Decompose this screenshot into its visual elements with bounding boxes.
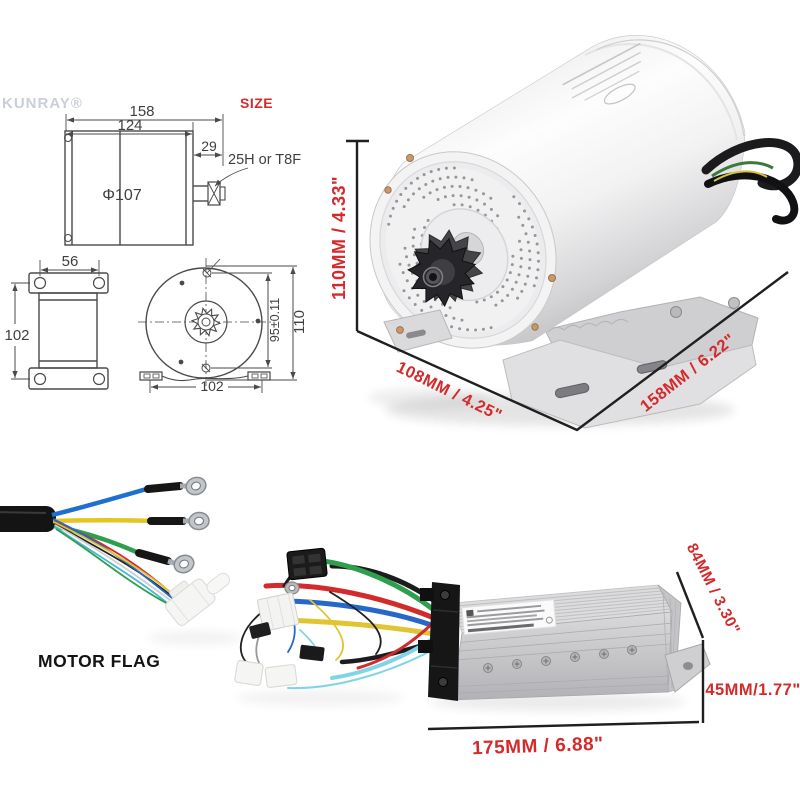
bracket-width: 56 [62,253,79,270]
motor-sprocket [407,229,484,307]
motor-phase-wires [701,138,800,225]
motor-flag-photo: MOTOR FLAG [0,476,243,671]
white-connector-small [234,660,264,686]
hall-connector [165,572,230,626]
dim-shaft-length: 29 [201,138,217,154]
phase-wire-blue [51,476,207,518]
face-screw [548,274,556,282]
drawing-sprocket [190,306,222,338]
front-bolt-spacing: 95±0.11 [268,298,282,342]
sprocket-type-note: 25H or T8F [228,152,301,168]
motor-mount-bracket [502,296,759,429]
controller-height-label: 84MM / 3.30" [683,541,743,637]
controller-end-cap [418,582,460,701]
bracket-side-view-drawing: 56 102 [4,253,109,390]
hall-sensor-wires [52,518,178,608]
face-screw [531,323,539,331]
controller-spec-label [461,599,557,636]
controller-photo: 84MM / 3.30" 45MM/1.77" 175MM / 6.88" [234,541,800,760]
face-screw [384,186,392,194]
motor-photo: 110MM / 4.33" 108MM / 4.25" 158MM / 6.22… [329,35,800,432]
face-screw [406,154,414,162]
size-diagram: KUNRAY® SIZE 158 124 [2,95,308,394]
bracket-left-foot [383,309,453,353]
motor-front-view-drawing: 95±0.11 110 102 [138,258,308,394]
ring-terminal [284,581,300,595]
black-connector-small [299,644,325,662]
motor-cable [0,506,56,532]
brand-watermark: KUNRAY® [2,95,83,112]
motor-side-view-drawing: 158 124 29 Φ107 25H or T8F [64,103,301,246]
controller-thickness-label: 45MM/1.77" [705,681,800,699]
motor-dimension-lines [346,139,789,432]
size-diagram-title: SIZE [240,95,273,111]
front-width: 102 [200,378,224,394]
controller-case [418,582,711,701]
dim-total-length: 158 [129,103,154,120]
controller-length-label: 175MM / 6.88" [472,734,604,760]
black-connector-small [249,622,271,639]
bracket-height: 102 [4,327,29,344]
motor-flag-label: MOTOR FLAG [38,651,160,671]
white-connector-small [264,664,298,688]
dim-body-length: 124 [117,117,142,134]
controller-dimension-lines [427,571,705,731]
motor-spec-label [562,42,642,105]
front-height: 110 [291,310,308,334]
case-screws [483,645,637,673]
motor-height-label: 110MM / 4.33" [329,176,349,300]
dim-diameter: Φ107 [102,187,142,204]
battery-connector [286,547,328,581]
white-connector-block [256,592,300,632]
phase-wire-yellow [52,511,210,531]
